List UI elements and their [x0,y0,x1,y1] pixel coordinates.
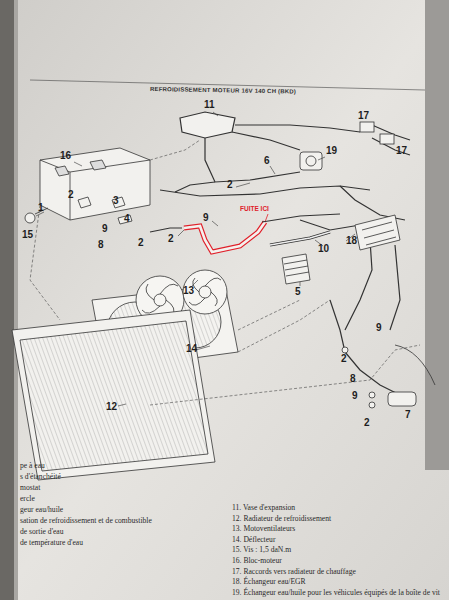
callout-number: 1 [38,203,44,213]
callout-number: 14 [186,344,197,354]
callout-number: 9 [376,323,382,333]
callout-number: 11 [204,100,215,110]
legend-entry: s d'étanchéité [20,473,220,484]
legend-entry: 13. Motoventilateurs [232,524,444,533]
callout-number: 19 [326,146,337,156]
legend-column: pe à eaus d'étanchéitémostaterclegeur ea… [20,462,220,550]
legend-entry: ercle [20,495,220,506]
callout-number: 9 [203,213,209,223]
legend-entry: 12. Radiateur de refroidissement [232,514,444,523]
legend-entry: mostat [20,484,220,495]
callout-number: 17 [396,146,407,156]
callout-number: 12 [106,402,117,412]
callout-number: 3 [113,196,119,206]
callout-number: 2 [341,354,347,364]
callout-number: 4 [124,214,130,224]
legend-entry: 18. Échangeur eau/EGR [232,577,444,586]
callout-number: 9 [102,224,108,234]
leak-note: FUITE ICI [240,206,269,213]
legend-entry: 15. Vis : 1,5 daN.m [232,545,444,554]
callout-number: 9 [352,391,358,401]
callout-number: 2 [68,190,74,200]
legend-entry: sation de refroidissement et de combusti… [20,517,220,528]
callout-number: 16 [60,151,71,161]
callout-number: 18 [346,236,357,246]
legend-entry: de température d'eau [20,539,220,550]
callout-number: 15 [22,230,33,240]
callout-number: 5 [295,287,301,297]
legend-entry: 19. Échangeur eau/huile pour les véhicul… [232,588,444,597]
callout-number: 10 [318,244,329,254]
callout-number: 2 [227,180,233,190]
callout-number: 8 [350,374,356,384]
callout-number: 2 [138,238,144,248]
callout-number: 13 [183,286,194,296]
legend-entry: de sortie d'eau [20,528,220,539]
legend-entry: pe à eau [20,462,220,473]
legend-entry: 11. Vase d'expansion [232,503,444,512]
callout-number: 2 [168,234,174,244]
callout-number: 6 [264,156,270,166]
legend-entry: 14. Déflecteur [232,535,444,544]
legend-entry: geur eau/huile [20,506,220,517]
legend-column: 11. Vase d'expansion 12. Radiateur de ref… [232,503,444,598]
callout-number: 17 [358,111,369,121]
callout-number: 7 [405,410,411,420]
callout-number: 2 [364,418,370,428]
legend-entry: 16. Bloc-moteur [232,556,444,565]
callout-number: 8 [98,240,104,250]
legend-entry: 17. Raccords vers radiateur de chauffage [232,567,444,576]
